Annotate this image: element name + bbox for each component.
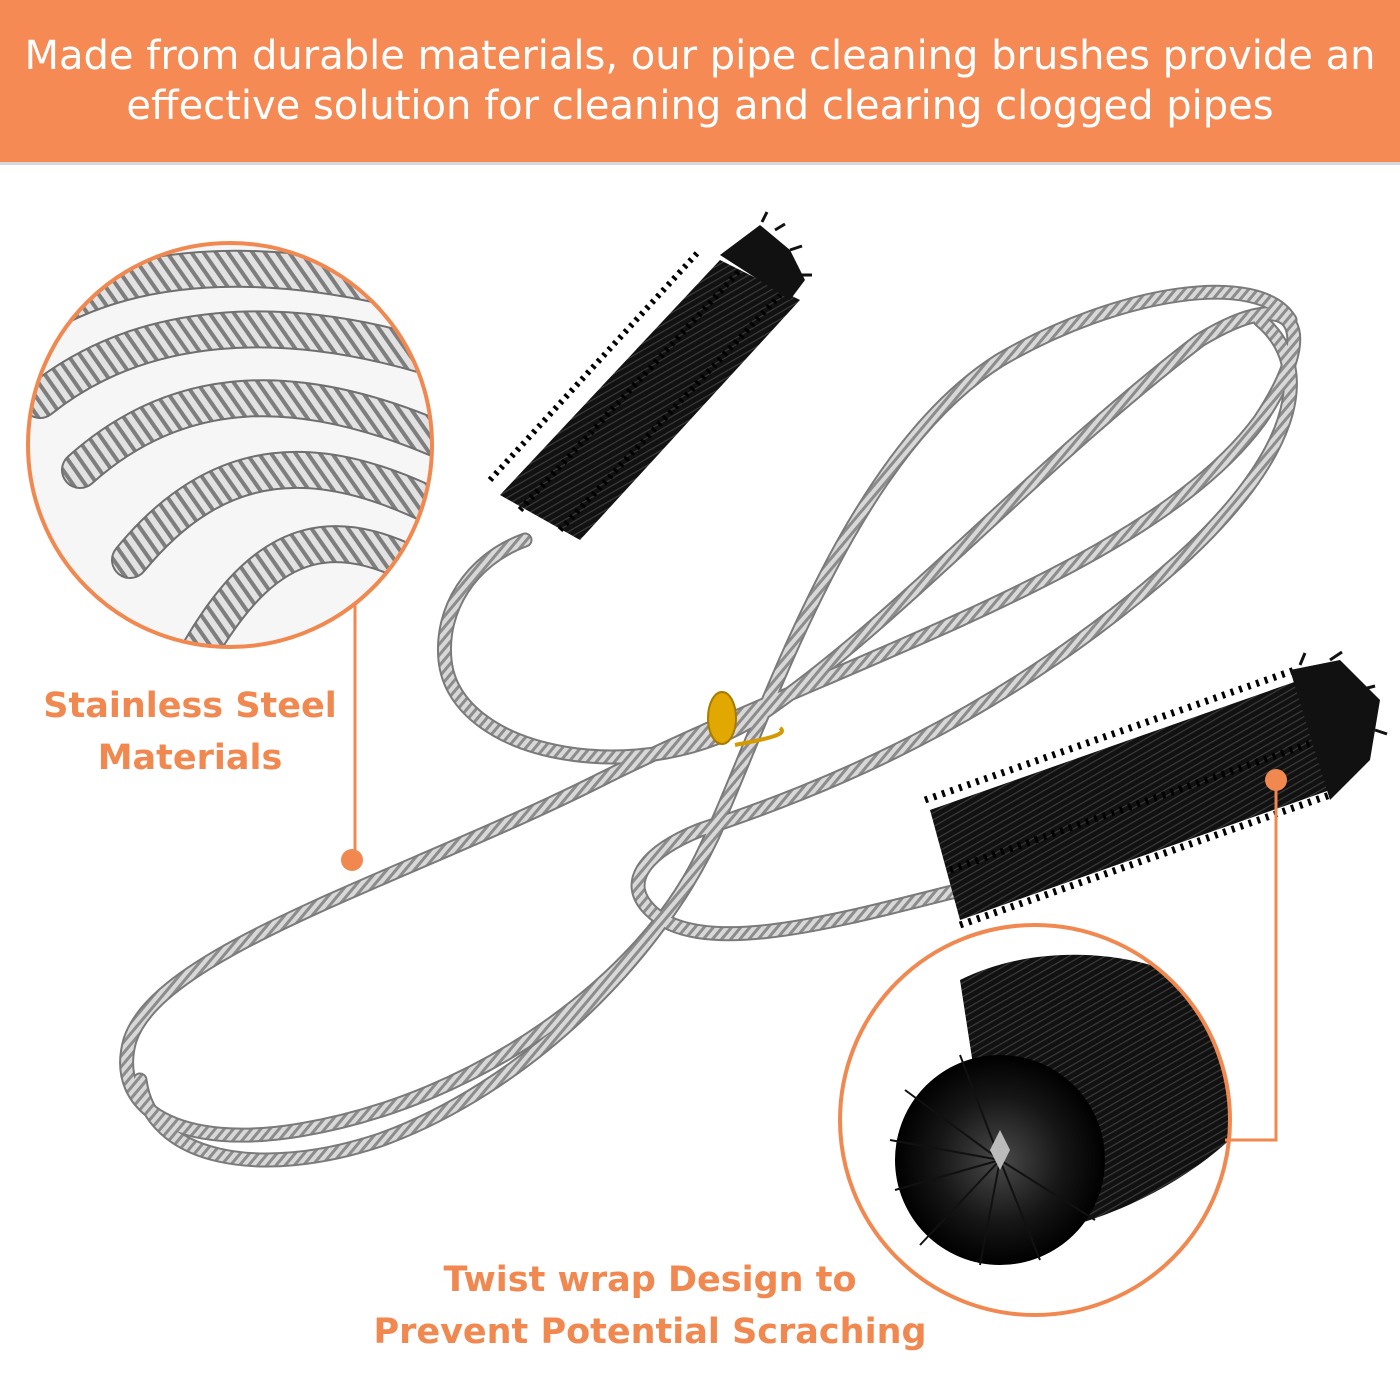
callout-label-steel: Stainless Steel Materials: [30, 680, 350, 784]
header-banner: Made from durable materials, our pipe cl…: [0, 0, 1400, 165]
callout-twist-line-2: Prevent Potential Scraching: [373, 1312, 927, 1352]
zoom-circle-brush: [838, 923, 1232, 1317]
callout-twist-line-1: Twist wrap Design to: [443, 1260, 857, 1300]
zoom-circle-steel: [26, 241, 434, 649]
brush-upper: [487, 211, 812, 540]
callout-steel-line-1: Stainless Steel: [43, 686, 337, 726]
banner-line-2: effective solution for cleaning and clea…: [126, 83, 1274, 129]
banner-text: Made from durable materials, our pipe cl…: [19, 31, 1382, 131]
brush-lower: [923, 650, 1388, 929]
banner-line-1: Made from durable materials, our pipe cl…: [24, 33, 1376, 79]
steel-wire: [119, 284, 1302, 1168]
callout-steel-line-2: Materials: [97, 738, 283, 778]
callout-connector-twist: [1225, 769, 1287, 1142]
callout-label-twist: Twist wrap Design to Prevent Potential S…: [330, 1254, 970, 1358]
twist-tie: [707, 691, 784, 747]
callout-connector-steel: [341, 605, 363, 871]
